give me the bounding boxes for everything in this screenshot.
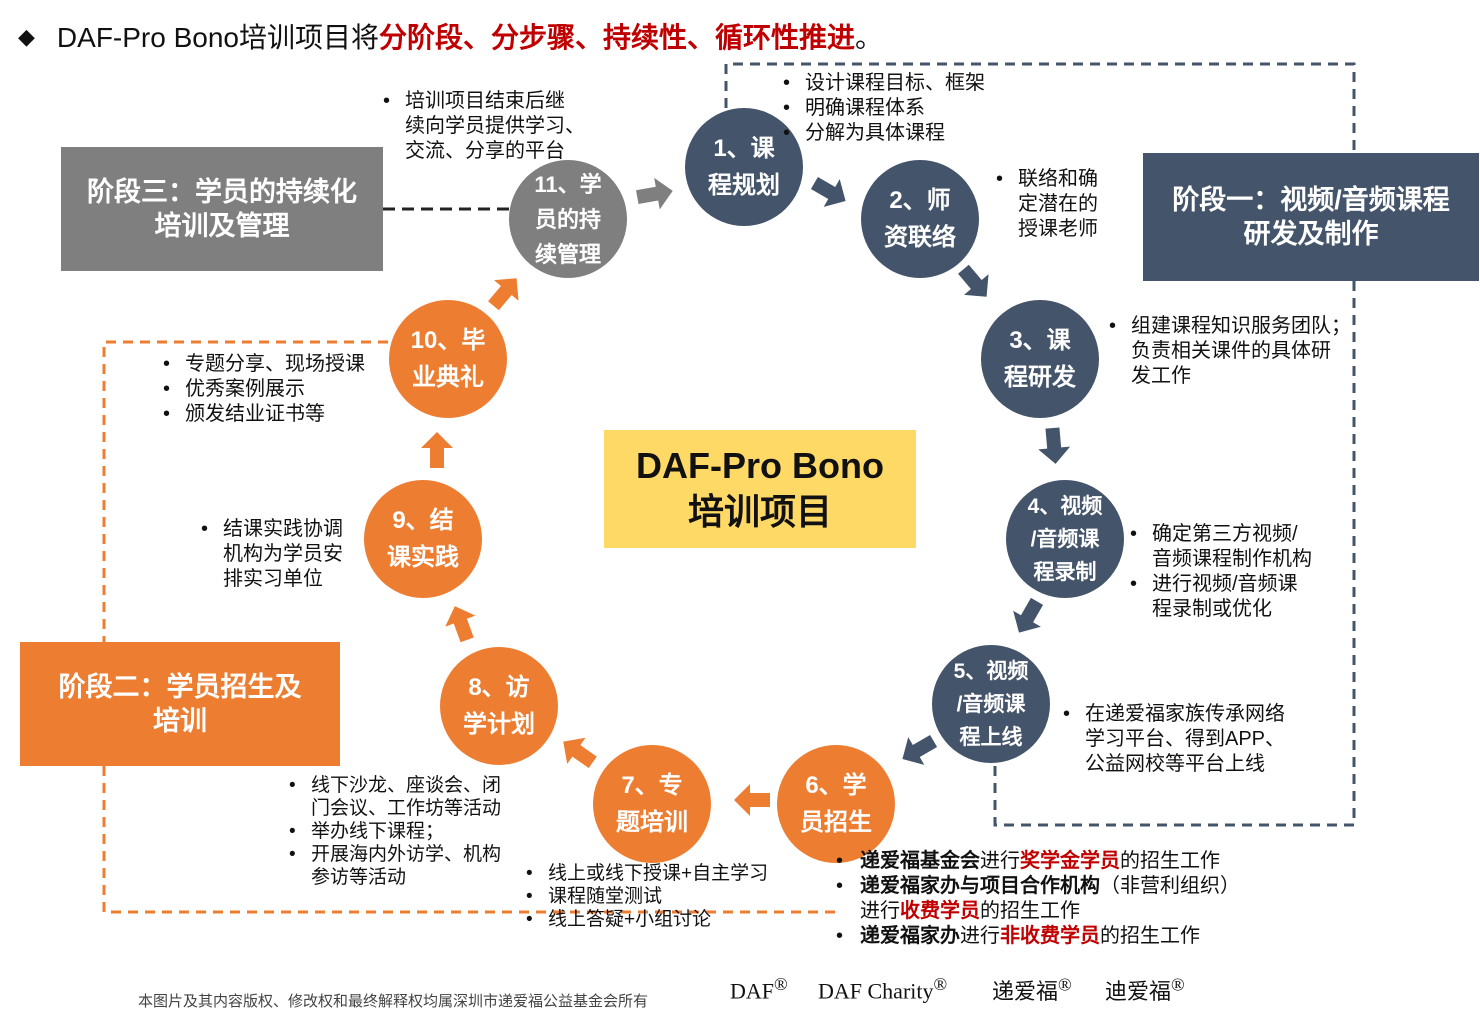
step-7-bullet-3: •线上答疑+小组讨论 (526, 909, 712, 930)
step-8-bullet-3: •开展海内外访学、机构 参访等活动 (289, 844, 502, 888)
stage1-dashed-frame (724, 62, 1356, 153)
step-8-circle: 8、访 学计划 (440, 647, 558, 765)
step-7-bullet-1: •线上或线下授课+自主学习 (526, 863, 769, 884)
recruit-line-3: 进行收费学员的招生工作 (860, 900, 1080, 922)
arrow-10-to-11 (488, 278, 519, 311)
page-title: ◆ DAF-Pro Bono培训项目将分阶段、分步骤、持续性、循环性推进。 (18, 16, 883, 56)
step-7-bullet-2: •课程随堂测试 (526, 886, 663, 907)
arrow-6-to-7 (734, 784, 770, 816)
brand-daf: DAF® (730, 974, 788, 1004)
step-1-bullet-1: •设计课程目标、框架 (783, 72, 985, 94)
step-7-circle: 7、专 题培训 (593, 745, 711, 863)
stage2-box: 阶段二：学员招生及 培训 (20, 642, 340, 766)
arrow-4-to-5 (1013, 597, 1044, 633)
step-9-circle: 9、结 课实践 (364, 480, 482, 598)
stage2-dashed-frame-lower (102, 766, 840, 914)
step-1-circle: 1、课 程规划 (685, 108, 803, 226)
step-10-bullet-1: •专题分享、现场授课 (163, 353, 365, 375)
step-1-bullet-2: •明确课程体系 (783, 97, 925, 119)
recruit-line-2: •递爱福家办与项目合作机构（非营利组织） (836, 875, 1240, 897)
step-4-circle: 4、视频 /音频课 程录制 (1006, 480, 1124, 598)
arrow-5-to-6 (902, 734, 938, 765)
arrow-9-to-10 (421, 432, 453, 468)
title-highlight: 分阶段、分步骤、持续性、循环性推进 (379, 22, 856, 53)
step-5-bullet-1: •在递爱福家族传承网络 学习平台、得到APP、 公益网校等平台上线 (1063, 703, 1286, 775)
step-3-bullet-1: •组建课程知识服务团队； 负责相关课件的具体研 发工作 (1109, 315, 1351, 387)
step-2-bullet-1: •联络和确 定潜在的 授课老师 (996, 168, 1098, 240)
arrow-1-to-2 (810, 176, 846, 207)
stage1-box: 阶段一：视频/音频课程 研发及制作 (1143, 153, 1479, 281)
copyright-notice: 本图片及其内容版权、修改权和最终解释权均属深圳市递爱福公益基金会所有 (138, 993, 649, 1010)
diamond-bullet-icon: ◆ (18, 24, 35, 49)
step-8-bullet-2: •举办线下课程； (289, 821, 445, 842)
title-suffix: 。 (855, 22, 884, 53)
stage2-dashed-frame (102, 340, 388, 642)
arrow-2-to-3 (958, 264, 989, 297)
step-10-bullet-2: •优秀案例展示 (163, 378, 305, 400)
step-11-circle: 11、学 员的持 续管理 (509, 160, 627, 278)
arrow-8-to-9 (445, 606, 476, 643)
title-prefix: DAF-Pro Bono培训项目将 (56, 22, 379, 53)
step-3-circle: 3、课 程研发 (981, 300, 1099, 418)
step-9-bullet-1: •结课实践协调 机构为学员安 排实习单位 (201, 518, 343, 590)
brand-daf-charity: DAF Charity® (818, 974, 948, 1004)
step-2-circle: 2、师 资联络 (861, 160, 979, 278)
step-11-bullet-1: •培训项目结束后继 续向学员提供学习、 交流、分享的平台 (383, 90, 585, 162)
step-10-circle: 10、毕 业典礼 (389, 300, 507, 418)
arrow-3-to-4 (1038, 427, 1071, 464)
step-1-bullet-3: •分解为具体课程 (783, 122, 945, 144)
recruit-line-4: •递爱福家办进行非收费学员的招生工作 (836, 925, 1200, 947)
step-6-circle: 6、学 员招生 (777, 745, 895, 863)
arrow-7-to-8 (563, 737, 597, 769)
step-4-bullet-1: •确定第三方视频/ 音频课程制作机构 (1130, 523, 1312, 570)
step-5-circle: 5、视频 /音频课 程上线 (932, 645, 1050, 763)
step-8-bullet-1: •线下沙龙、座谈会、闭 门会议、工作坊等活动 (289, 775, 502, 819)
arrow-11-to-1 (636, 177, 673, 210)
center-title: DAF-Pro Bono 培训项目 (604, 430, 916, 548)
stage1-dashed-frame-lower (993, 281, 1356, 827)
brand-diaifu: 递爱福® (992, 974, 1072, 1004)
step-4-bullet-2: •进行视频/音频课 程录制或优化 (1130, 573, 1298, 620)
recruit-line-1: •递爱福基金会进行奖学金学员的招生工作 (836, 850, 1220, 872)
brand-diaifu-alt: 迪爱福® (1105, 974, 1185, 1004)
step-10-bullet-3: •颁发结业证书等 (163, 403, 325, 425)
stage3-box: 阶段三：学员的持续化 培训及管理 (61, 147, 383, 271)
